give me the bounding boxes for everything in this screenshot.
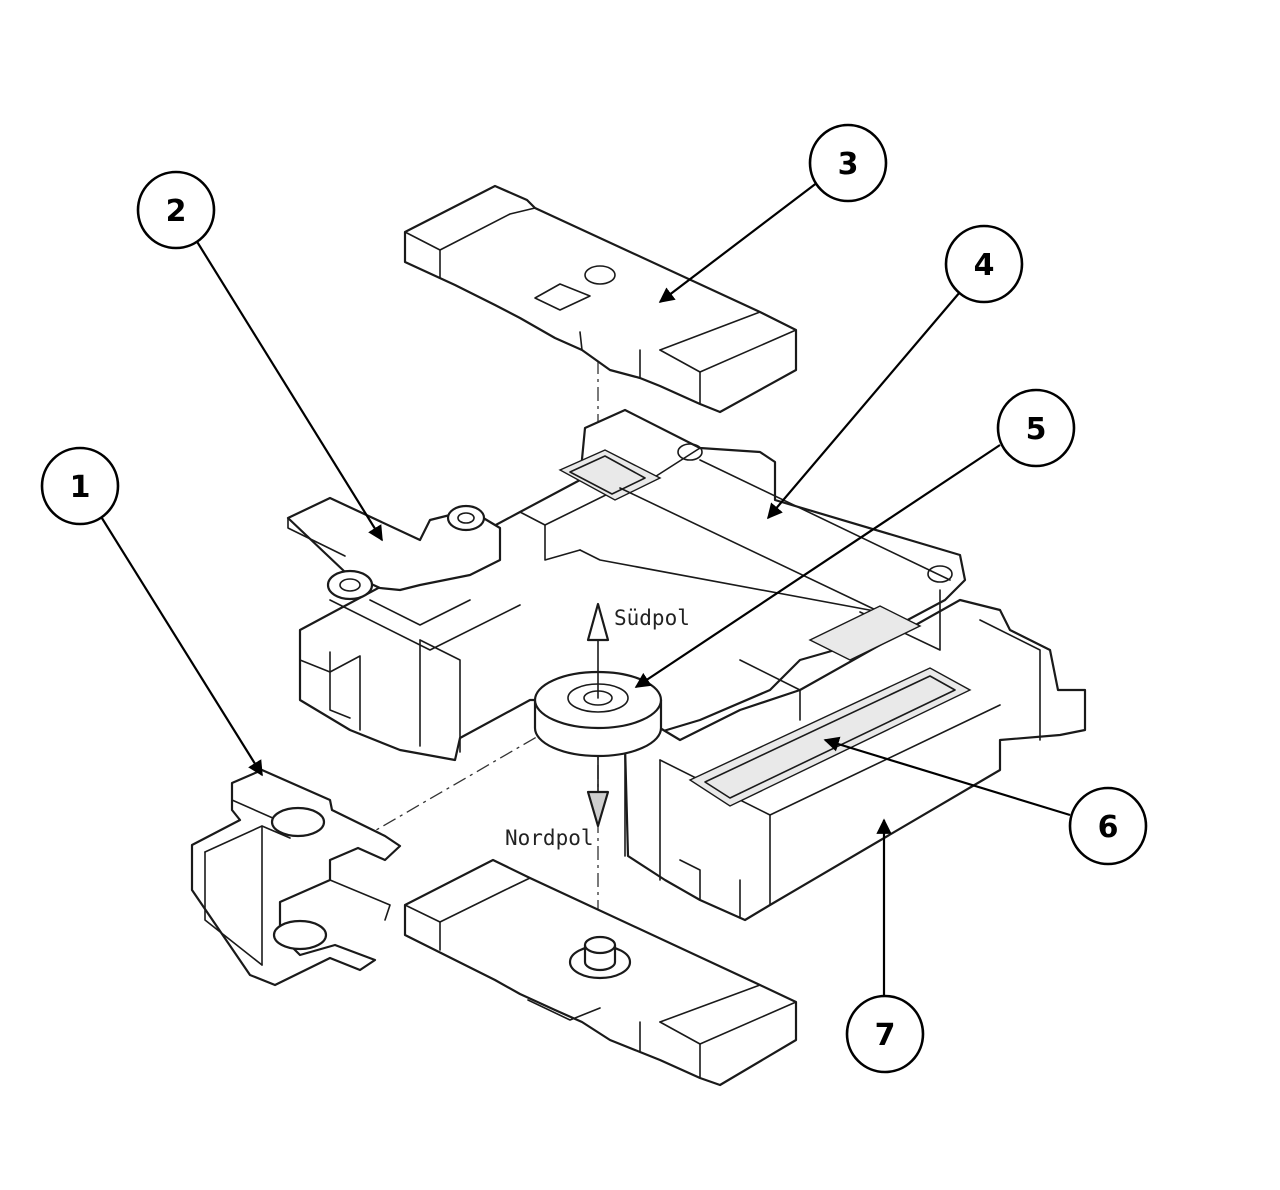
callout-4-number: 4: [974, 248, 995, 283]
callout-7: 7: [845, 994, 925, 1074]
callout-2-number: 2: [166, 194, 187, 229]
callout-7-number: 7: [875, 1018, 896, 1053]
contact-tab-part-2: [286, 496, 502, 626]
callout-6-number: 6: [1098, 810, 1119, 845]
callout-6: 6: [1068, 786, 1148, 866]
bent-bracket-part-1: [190, 768, 402, 987]
magnet-ring-part-5: [533, 670, 663, 758]
callout-3-number: 3: [838, 147, 859, 182]
top-plate-part-3: [403, 184, 798, 414]
callout-5-number: 5: [1026, 412, 1047, 447]
callout-3: 3: [808, 123, 888, 203]
callout-4: 4: [944, 224, 1024, 304]
pole-arrows: [586, 602, 610, 828]
callout-1: 1: [40, 446, 120, 526]
south-pole-label: Südpol: [614, 606, 690, 630]
leader-lines: [99, 181, 1071, 995]
north-pole-label: Nordpol: [505, 826, 594, 850]
callout-1-number: 1: [70, 470, 91, 505]
callout-5: 5: [996, 388, 1076, 468]
callout-2: 2: [136, 170, 216, 250]
bottom-plate: [403, 858, 798, 1087]
